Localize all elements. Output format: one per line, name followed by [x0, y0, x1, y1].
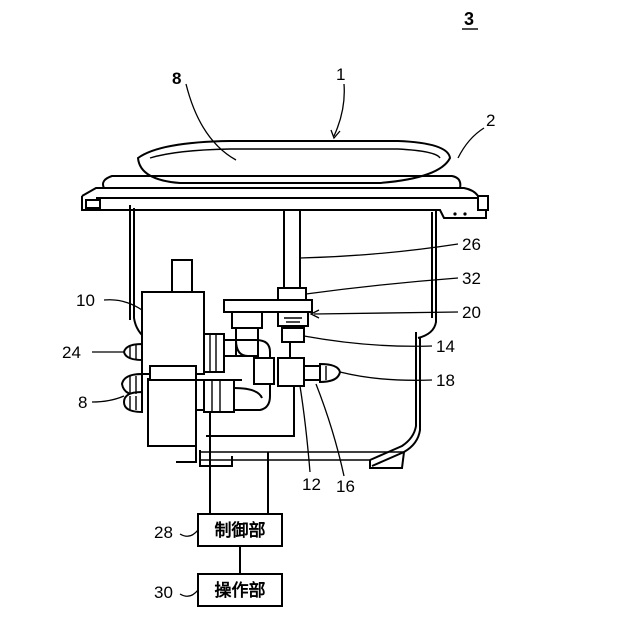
label-1: 1	[336, 65, 345, 84]
control-unit-label: 制御部	[215, 520, 266, 541]
label-8-top: 8	[172, 69, 181, 88]
label-10: 10	[76, 291, 95, 310]
lower-pipe-joint	[204, 380, 234, 412]
tee-fitting-12	[278, 358, 304, 386]
rim-left-end	[86, 200, 100, 208]
label-8-left: 8	[78, 393, 87, 412]
pump-motor-top	[172, 260, 192, 294]
label-26: 26	[462, 235, 481, 254]
label-28: 28	[154, 523, 173, 542]
control-unit-28: 制御部	[198, 514, 282, 546]
hose-24	[124, 344, 142, 360]
operation-unit-30: 操作部	[198, 574, 282, 606]
pump-10	[142, 260, 224, 462]
figure-number: 3	[462, 9, 478, 29]
label-30: 30	[154, 583, 173, 602]
pipe-joint	[254, 358, 274, 384]
label-12: 12	[302, 475, 321, 494]
operation-unit-label: 操作部	[215, 580, 266, 601]
pump-housing	[142, 292, 204, 374]
left-fitting	[232, 312, 262, 328]
label-24: 24	[62, 343, 81, 362]
label-20: 20	[462, 303, 481, 322]
figure-number-text: 3	[464, 9, 474, 29]
pump-base	[150, 366, 196, 380]
hose-8	[122, 374, 142, 412]
label-32: 32	[462, 269, 481, 288]
pump-outlet	[204, 334, 224, 372]
fitting-20	[278, 312, 308, 326]
label-16: 16	[336, 477, 355, 496]
label-18: 18	[436, 371, 455, 390]
bracket-plate	[224, 300, 312, 312]
pipe-26	[284, 210, 300, 290]
fitting-18	[320, 364, 340, 382]
label-2: 2	[486, 111, 495, 130]
fitting-14	[282, 328, 304, 342]
rim-right-end	[478, 196, 488, 210]
label-14: 14	[436, 337, 455, 356]
